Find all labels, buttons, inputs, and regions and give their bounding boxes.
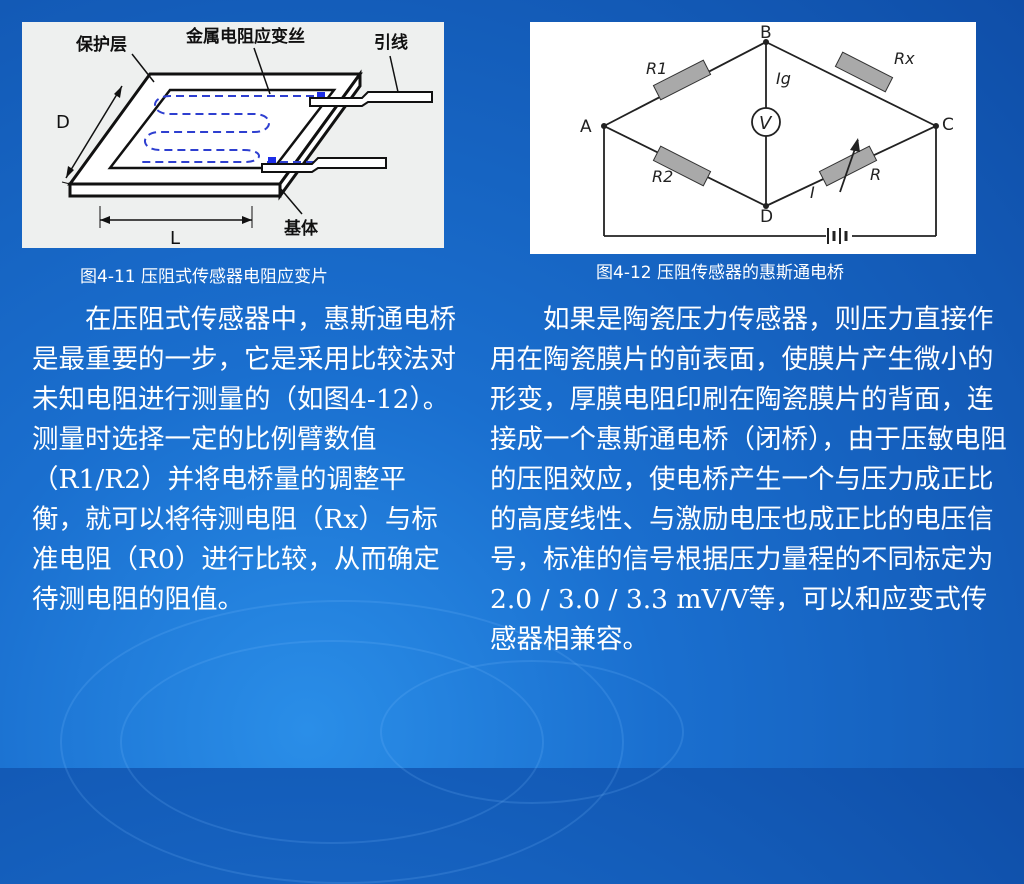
strain-gauge-figure: D L 保护层 金属电阻应变丝 引线 基体 [22, 22, 444, 249]
node-b-label: B [760, 23, 772, 43]
resistor-r2 [652, 145, 712, 187]
label-metal-wire: 金属电阻应变丝 [185, 26, 305, 47]
label-base: 基体 [283, 218, 319, 239]
arrow-icon [114, 86, 122, 98]
background-ripple [380, 660, 684, 804]
strain-gauge-diagram: D L 保护层 金属电阻应变丝 引线 基体 [56, 26, 433, 249]
wheatstone-bridge-diagram: V B A C D R1 R2 Rx R Ig I [580, 23, 954, 244]
figure1-caption: 图4-11 压阻式传感器电阻应变片 [80, 267, 328, 287]
resistor-r [818, 145, 878, 187]
right-paragraph: 如果是陶瓷压力传感器，则压力直接作用在陶瓷膜片的前表面，使膜片产生微小的形变，厚… [490, 304, 1007, 655]
arrow-icon [100, 216, 110, 224]
i-label: I [810, 183, 815, 202]
arrow-icon [66, 166, 74, 178]
figure2-caption: 图4-12 压阻传感器的惠斯通电桥 [596, 263, 844, 283]
ig-label: Ig [776, 69, 791, 88]
label-protective-layer: 保护层 [75, 34, 127, 55]
lead-bottom [261, 157, 387, 173]
resistor-rx [834, 51, 894, 93]
wire-junction [268, 157, 276, 165]
arrow-icon [242, 216, 252, 224]
lead-top [309, 91, 433, 107]
label-d: D [56, 112, 70, 133]
r2-label: R2 [652, 167, 673, 186]
label-lead: 引线 [374, 32, 408, 53]
dimension-d-line [65, 85, 123, 179]
variable-arrow-icon [850, 138, 860, 152]
meter-label: V [759, 113, 773, 134]
protective-layer [107, 88, 337, 170]
left-paragraph: 在压阻式传感器中，惠斯通电桥是最重要的一步，它是采用比较法对未知电阻进行测量的（… [32, 304, 456, 615]
node-a-label: A [580, 117, 592, 137]
r-label: R [870, 165, 881, 184]
voltmeter [751, 107, 781, 137]
resistor-r1 [652, 59, 712, 101]
node-c-label: C [942, 115, 954, 135]
wheatstone-bridge-figure: V B A C D R1 R2 Rx R Ig I [530, 22, 976, 254]
node-d-label: D [760, 207, 773, 227]
wire-bc [765, 41, 937, 127]
base-plate-front [68, 182, 282, 198]
label-l: L [170, 228, 180, 248]
wire-junction [317, 92, 325, 100]
rx-label: Rx [894, 49, 915, 68]
r1-label: R1 [646, 59, 667, 78]
